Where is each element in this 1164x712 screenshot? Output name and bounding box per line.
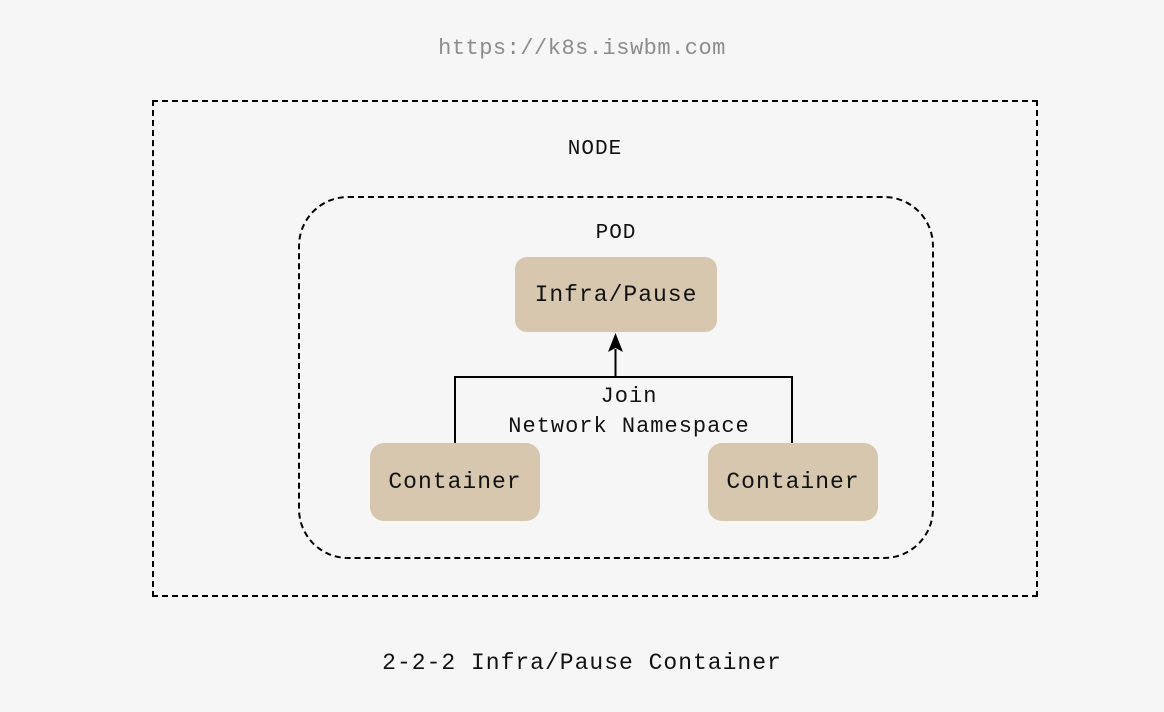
pod-boundary	[298, 196, 934, 559]
join-label-line2: Network Namespace	[508, 414, 750, 439]
figure-caption: 2-2-2 Infra/Pause Container	[382, 650, 782, 676]
pod-label: POD	[595, 222, 637, 245]
container-left-label: Container	[388, 469, 522, 495]
node-label: NODE	[567, 138, 623, 161]
container-box-right: Container	[708, 443, 878, 521]
join-namespace-label: Join Network Namespace	[454, 382, 804, 442]
container-right-label: Container	[726, 469, 860, 495]
node-boundary	[152, 100, 1038, 597]
infra-pause-label: Infra/Pause	[534, 281, 698, 308]
container-box-left: Container	[370, 443, 540, 521]
watermark-url: https://k8s.iswbm.com	[438, 36, 726, 61]
infra-pause-box: Infra/Pause	[515, 257, 717, 332]
join-label-line1: Join	[600, 384, 658, 409]
